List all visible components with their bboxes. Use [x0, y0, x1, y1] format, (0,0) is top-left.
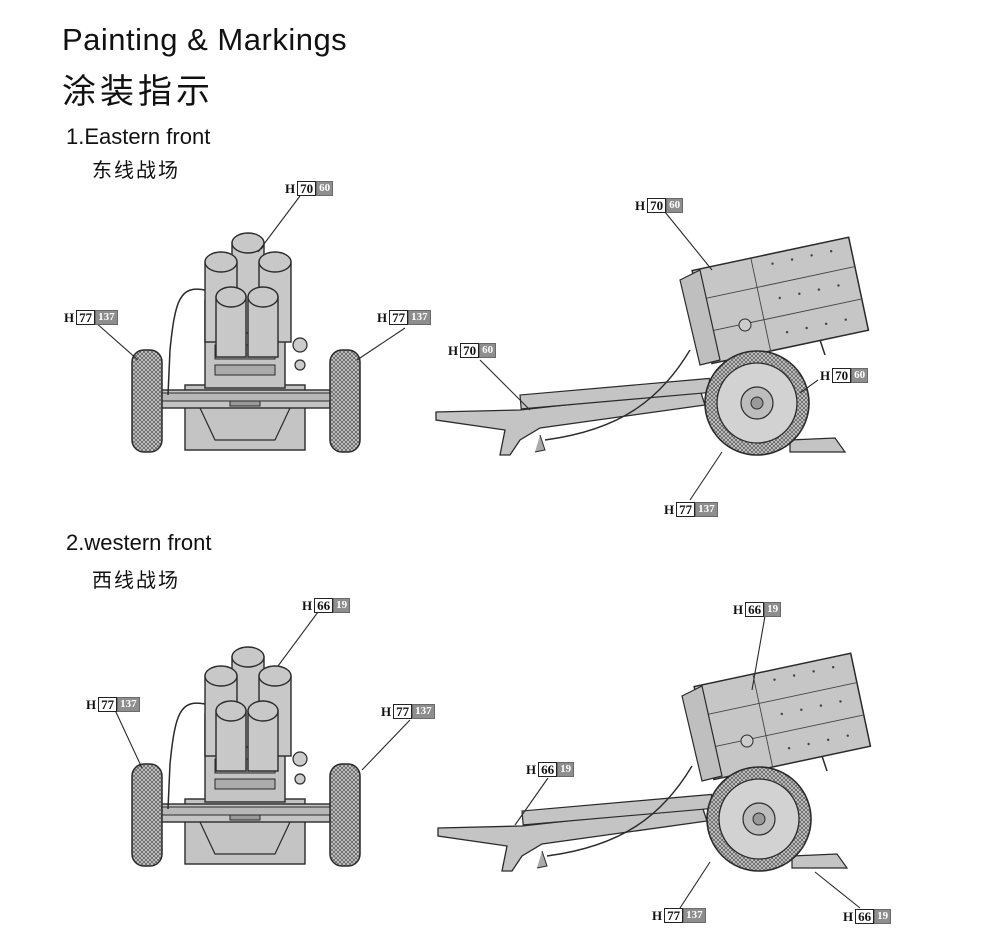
section-1-title: 1.Eastern front: [66, 124, 211, 149]
section-1-title-chinese: 东线战场: [92, 158, 180, 182]
leader-lines-eastern: [94, 195, 819, 501]
side-view-western: [437, 652, 872, 872]
front-view-eastern: [131, 232, 361, 453]
page-title: Painting & Markings: [62, 22, 348, 57]
leader-lines-western: [114, 611, 861, 909]
side-view-eastern: [435, 236, 870, 456]
page-title-chinese: 涂装指示: [62, 72, 214, 112]
section-2-title: 2.western front: [66, 530, 212, 555]
section-2-title-chinese: 西线战场: [92, 568, 180, 592]
front-view-western: [131, 646, 361, 867]
